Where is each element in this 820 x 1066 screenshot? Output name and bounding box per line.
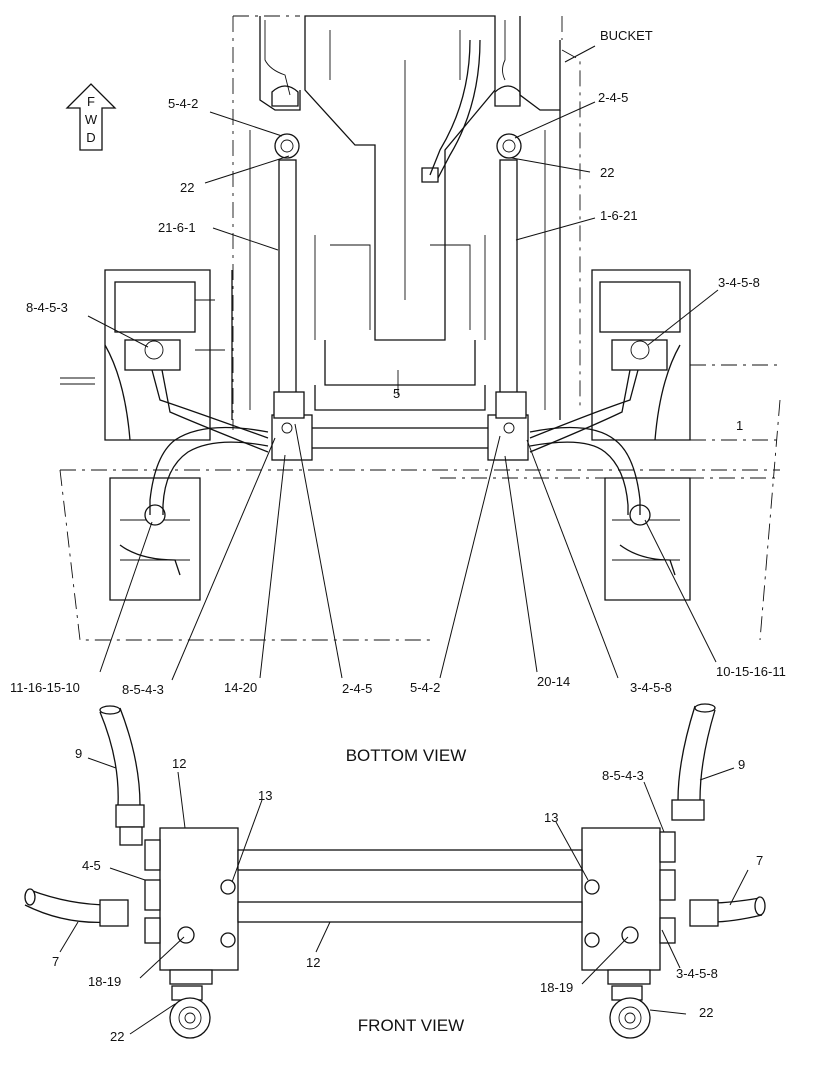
front-callout-3-4-5-8: 3-4-5-8 bbox=[676, 966, 718, 981]
callout-1: 1 bbox=[736, 418, 743, 433]
front-callout-12-bottom: 12 bbox=[306, 955, 320, 970]
front-view-title: FRONT VIEW bbox=[358, 1016, 464, 1035]
callout-3-4-5-8-bottom: 3-4-5-8 bbox=[630, 680, 672, 695]
front-callout-22-right: 22 bbox=[699, 1005, 713, 1020]
callout-5-4-2-bottom: 5-4-2 bbox=[410, 680, 440, 695]
callout-22-top-left: 22 bbox=[180, 180, 194, 195]
front-callout-13-left: 13 bbox=[258, 788, 272, 803]
bottom-view-leader-lines bbox=[87, 45, 719, 681]
bottom-view-title: BOTTOM VIEW bbox=[346, 746, 467, 765]
front-view-drawing bbox=[24, 703, 766, 1039]
callout-20-14: 20-14 bbox=[537, 674, 570, 689]
front-callout-9-right: 9 bbox=[738, 757, 745, 772]
callout-10-15-16-11: 10-15-16-11 bbox=[716, 664, 786, 679]
callout-2-4-5-top: 2-4-5 bbox=[598, 90, 628, 105]
callout-21-6-1: 21-6-1 bbox=[158, 220, 196, 235]
callout-3-4-5-8-top: 3-4-5-8 bbox=[718, 275, 760, 290]
fwd-letter-w: W bbox=[85, 112, 98, 127]
forward-direction-arrow-icon: F W D bbox=[65, 83, 117, 151]
callout-11-16-15-10: 11-16-15-10 bbox=[10, 680, 80, 695]
callout-8-4-5-3: 8-4-5-3 bbox=[26, 300, 68, 315]
front-callout-18-19-left: 18-19 bbox=[88, 974, 121, 989]
fwd-letter-f: F bbox=[87, 94, 95, 109]
bottom-view-callouts: BUCKET 5-4-2 2-4-5 22 22 21-6-1 1-6-21 8… bbox=[10, 28, 786, 697]
callout-14-20: 14-20 bbox=[224, 680, 257, 695]
callout-8-5-4-3-bottom: 8-5-4-3 bbox=[122, 682, 164, 697]
front-callout-9-left: 9 bbox=[75, 746, 82, 761]
front-callout-12-top: 12 bbox=[172, 756, 186, 771]
callout-bucket: BUCKET bbox=[600, 28, 653, 43]
callout-5: 5 bbox=[393, 386, 400, 401]
front-callout-22-left: 22 bbox=[110, 1029, 124, 1044]
front-callout-7-right: 7 bbox=[756, 853, 763, 868]
callout-5-4-2-top: 5-4-2 bbox=[168, 96, 198, 111]
front-callout-7-left: 7 bbox=[52, 954, 59, 969]
front-callout-4-5: 4-5 bbox=[82, 858, 101, 873]
callout-22-top-right: 22 bbox=[600, 165, 614, 180]
front-callout-8-5-4-3: 8-5-4-3 bbox=[602, 768, 644, 783]
fwd-letter-d: D bbox=[86, 130, 95, 145]
front-callout-18-19-right: 18-19 bbox=[540, 980, 573, 995]
bottom-view-drawing bbox=[59, 15, 781, 641]
callout-1-6-21: 1-6-21 bbox=[600, 208, 638, 223]
front-view-leader-lines bbox=[59, 757, 749, 1035]
front-view-callouts: 9 9 12 13 13 8-5-4-3 4-5 7 7 12 18-19 18… bbox=[52, 746, 763, 1044]
callout-2-4-5-bottom: 2-4-5 bbox=[342, 681, 372, 696]
front-callout-13-right: 13 bbox=[544, 810, 558, 825]
